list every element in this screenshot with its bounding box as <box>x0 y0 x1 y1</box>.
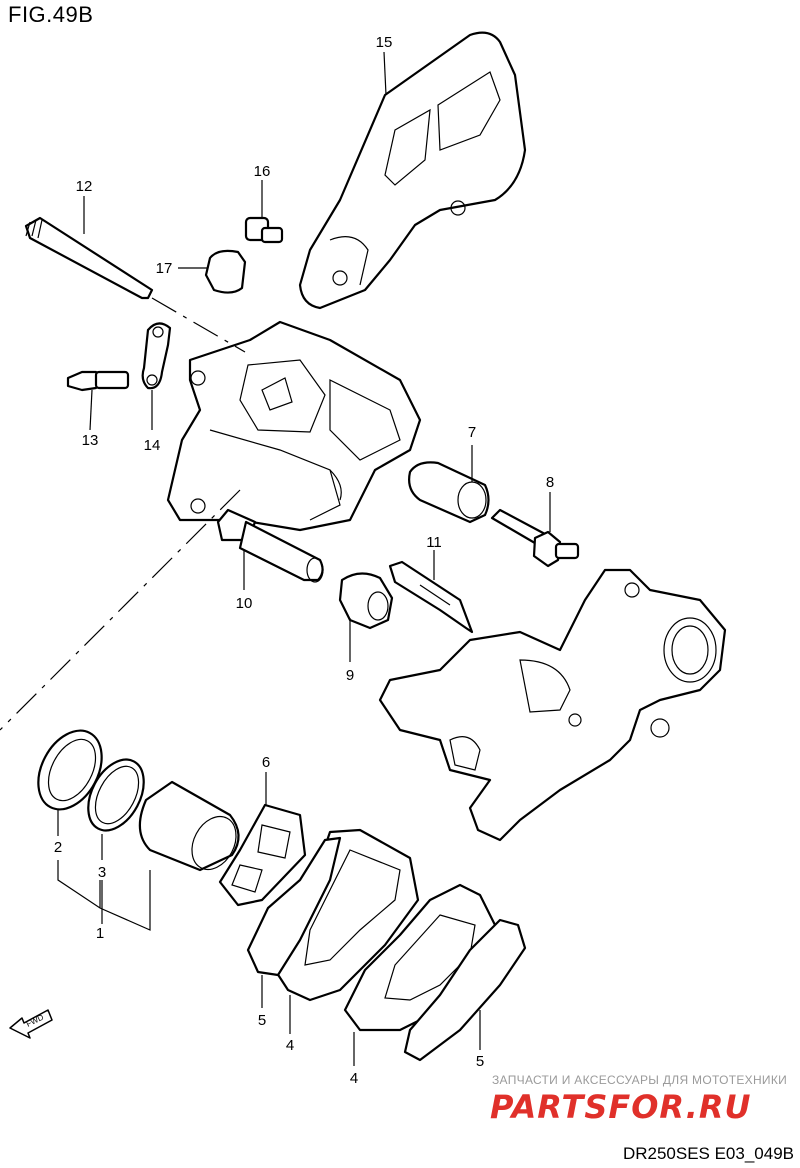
part-5-shim-a <box>246 836 342 977</box>
callout-12: 12 <box>76 178 93 195</box>
callout-1: 1 <box>96 925 104 942</box>
callout-4a: 4 <box>286 1037 294 1054</box>
callout-17: 17 <box>156 260 173 277</box>
callout-4b: 4 <box>350 1070 358 1087</box>
callout-15: 15 <box>376 34 393 51</box>
callout-11: 11 <box>426 534 442 551</box>
callout-14: 14 <box>144 437 161 454</box>
callout-9: 9 <box>346 667 354 684</box>
caliper-bracket <box>378 568 727 842</box>
part-11-pad-spring <box>388 560 474 634</box>
callout-5a: 5 <box>258 1012 266 1029</box>
part-8-slide-pin <box>490 508 580 568</box>
callout-6: 6 <box>262 754 270 771</box>
leader-lines <box>57 51 551 1066</box>
part-1-piston <box>138 780 240 872</box>
alignment-line-piston <box>0 489 241 731</box>
part-6-shim <box>218 803 307 907</box>
callout-13: 13 <box>82 432 99 449</box>
callout-2: 2 <box>54 839 62 856</box>
watermark-logo-text: PARTSFOR.RU <box>490 1088 752 1126</box>
part-14-hose-guide <box>141 322 172 390</box>
callout-7: 7 <box>468 424 476 441</box>
fwd-arrow-icon: FWD <box>9 1009 53 1039</box>
part-13-bleeder-valve <box>66 370 130 392</box>
figure-title: FIG.49B <box>8 2 94 27</box>
part-7-boot <box>408 461 490 524</box>
callout-10: 10 <box>236 595 253 612</box>
part-10-slide-pin <box>216 508 324 583</box>
part-3-piston-seal <box>87 758 145 832</box>
alignment-line-pin <box>151 297 246 353</box>
part-15-caliper-guard <box>298 31 527 310</box>
part-17-cap <box>204 249 247 294</box>
callout-8: 8 <box>546 474 554 491</box>
figure-code: DR250SES E03_049B <box>622 1144 794 1163</box>
callout-5b: 5 <box>476 1053 484 1070</box>
watermark-text: ЗАПЧАСТИ И АКСЕССУАРЫ ДЛЯ МОТОТЕХНИКИ <box>492 1073 788 1087</box>
part-9-boot <box>338 572 394 630</box>
part-16-bolt <box>244 216 284 244</box>
callout-3: 3 <box>98 864 106 881</box>
callout-16: 16 <box>254 163 271 180</box>
watermark-logo: PARTSFOR.RU <box>490 1088 790 1128</box>
part-5-shim-b <box>403 918 527 1062</box>
caliper-body <box>166 320 422 532</box>
part-12-pad-pin <box>24 216 154 300</box>
